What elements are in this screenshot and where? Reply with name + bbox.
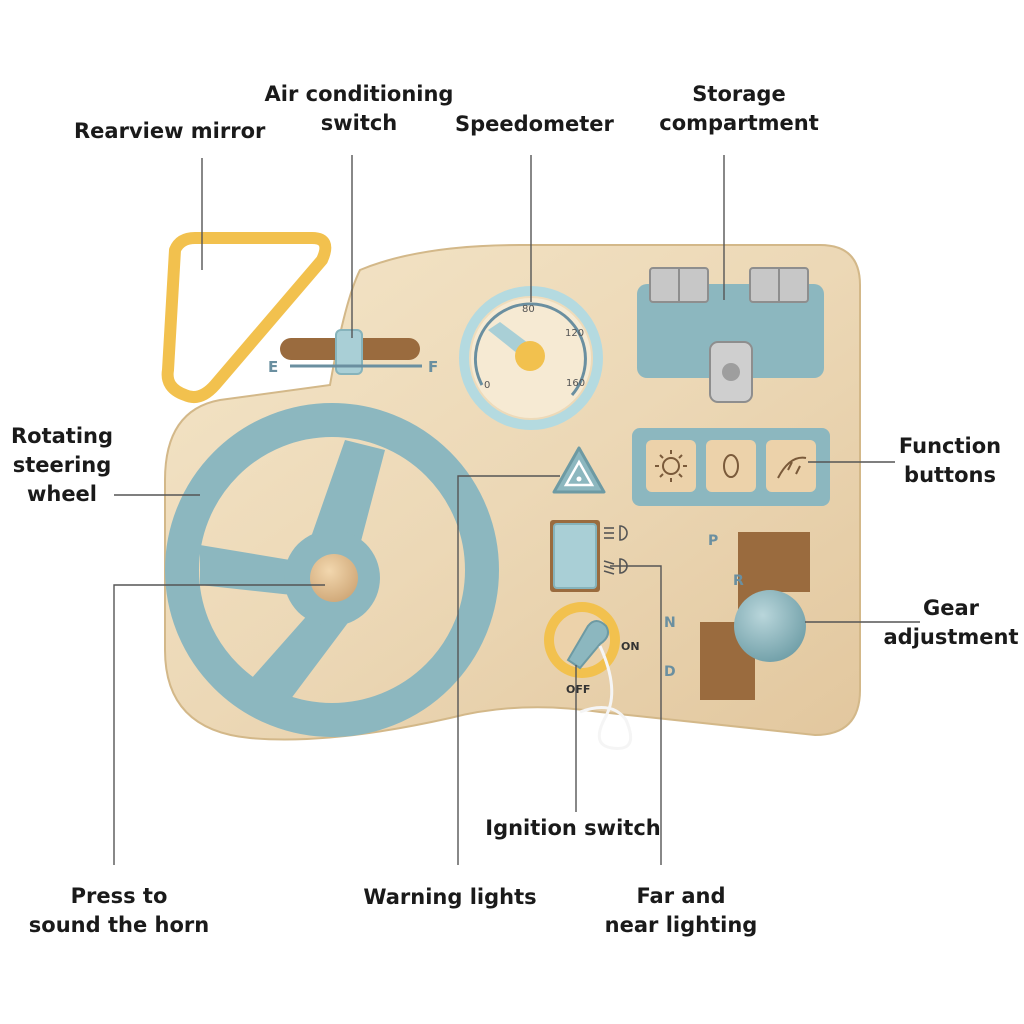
speedometer-arc: [474, 302, 587, 396]
ac-slider-knob[interactable]: [335, 329, 363, 375]
gear-p-label: P: [708, 533, 718, 549]
ac-label-f: F: [428, 358, 438, 376]
label-function-buttons: Function buttons: [898, 434, 1002, 487]
wiper-icon: [777, 456, 807, 479]
label-gear-adjustment: Gear adjustment: [883, 596, 1019, 649]
rearview-mirror[interactable]: [161, 232, 332, 403]
circle-icon: [723, 454, 739, 478]
warning-light-button[interactable]: [552, 446, 606, 494]
ac-label-e: E: [268, 358, 278, 376]
warning-triangle-icon: [563, 459, 595, 487]
label-speedometer: Speedometer: [455, 112, 614, 136]
speed-tick-120: 120: [565, 328, 584, 339]
speed-tick-160: 160: [566, 378, 585, 389]
speed-tick-0: 0: [484, 380, 490, 391]
leader-lines: [113, 155, 920, 865]
gear-d-label: D: [664, 664, 676, 680]
low-beam-icon: [603, 558, 628, 575]
label-lighting: Far and near lighting: [604, 884, 758, 937]
label-rearview-mirror: Rearview mirror: [74, 119, 266, 143]
ignition-key[interactable]: [566, 620, 609, 670]
horn-button[interactable]: [310, 554, 358, 602]
function-button-circle[interactable]: [706, 440, 756, 492]
ignition-off-label: OFF: [566, 683, 590, 696]
gear-n-label: N: [664, 615, 676, 631]
label-steering-wheel: Rotating steering wheel: [10, 424, 114, 506]
label-warning-lights: Warning lights: [363, 885, 537, 909]
light-switch-rocker[interactable]: [553, 523, 597, 589]
label-horn: Press to sound the horn: [28, 884, 210, 937]
label-storage-compartment: Storage compartment: [659, 82, 819, 135]
ignition-on-label: ON: [621, 640, 640, 653]
steering-wheel[interactable]: [165, 403, 499, 737]
speedometer-hub: [515, 341, 545, 371]
key-string: [579, 645, 633, 750]
storage-compartment-door[interactable]: [637, 284, 824, 378]
label-ignition-switch: Ignition switch: [485, 816, 661, 840]
label-air-conditioning-switch: Air conditioning switch: [264, 82, 454, 135]
gear-r-label: R: [733, 573, 744, 589]
speed-tick-80: 80: [522, 304, 535, 315]
sun-icon: [655, 450, 687, 482]
gear-knob[interactable]: [734, 590, 806, 662]
high-beam-icon: [604, 525, 628, 541]
function-button-sun[interactable]: [646, 440, 696, 492]
